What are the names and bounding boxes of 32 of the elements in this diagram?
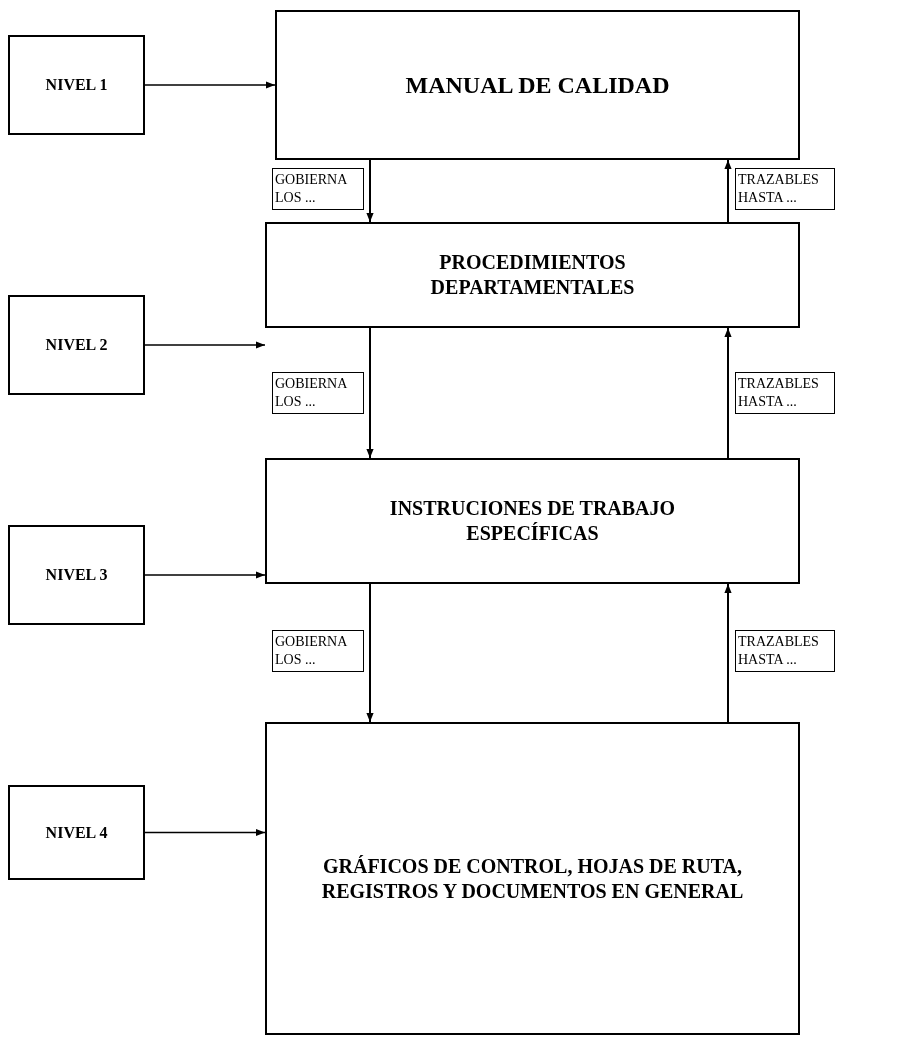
arrow — [144, 341, 266, 349]
edge-label: TRAZABLES HASTA ... — [735, 168, 835, 211]
arrow — [724, 583, 732, 723]
document-level-box — [265, 722, 800, 1035]
level-box — [8, 525, 145, 625]
edge-label: GOBIERNA LOS ... — [272, 630, 364, 673]
arrow — [366, 327, 374, 459]
level-box — [8, 785, 145, 880]
box-title: PROCEDIMIENTOS DEPARTAMENTALES — [429, 250, 636, 300]
document-level-box — [265, 222, 800, 328]
level-box — [8, 35, 145, 135]
level-box — [8, 295, 145, 395]
edge-label: GOBIERNA LOS ... — [272, 168, 364, 211]
edge-label: TRAZABLES HASTA ... — [735, 372, 835, 415]
arrow — [724, 327, 732, 459]
level-label: NIVEL 3 — [45, 565, 108, 585]
arrow — [366, 583, 374, 723]
box-title: INSTRUCIONES DE TRABAJO ESPECÍFICAS — [388, 496, 677, 546]
level-label: NIVEL 4 — [45, 822, 108, 843]
arrow — [724, 159, 732, 223]
box-title: MANUAL DE CALIDAD — [405, 71, 670, 100]
arrow — [366, 159, 374, 223]
arrow — [144, 571, 266, 579]
arrow — [144, 828, 266, 837]
arrow — [144, 81, 276, 89]
edge-label: GOBIERNA LOS ... — [272, 372, 364, 415]
level-label: NIVEL 1 — [45, 75, 108, 95]
edge-label: TRAZABLES HASTA ... — [735, 630, 835, 673]
document-level-box — [275, 10, 800, 160]
level-label: NIVEL 2 — [45, 335, 108, 355]
document-level-box — [265, 458, 800, 584]
box-title: GRÁFICOS DE CONTROL, HOJAS DE RUTA, REGISTROS Y DOCUMENTOS EN GENERAL — [320, 853, 745, 904]
